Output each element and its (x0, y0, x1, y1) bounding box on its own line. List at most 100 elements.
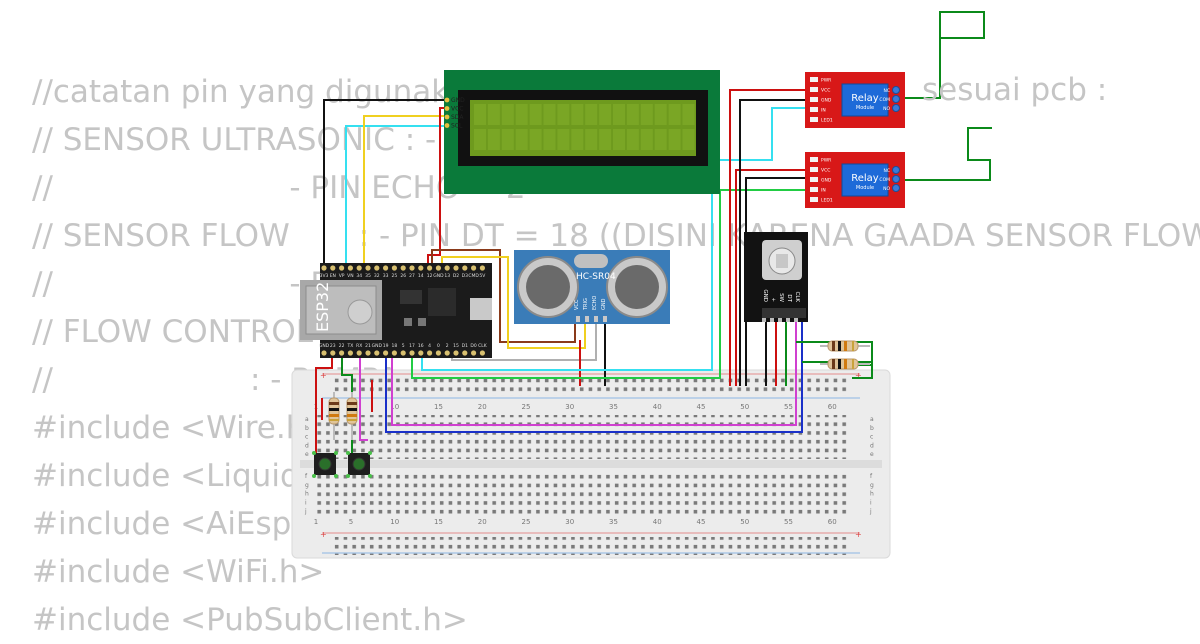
esp32-pin[interactable] (462, 265, 468, 271)
breadboard-column-number: 25 (522, 518, 531, 526)
lcd-pin[interactable] (444, 106, 450, 111)
esp32-pin-label: 22 (339, 343, 345, 349)
esp32-pin[interactable] (444, 350, 450, 356)
breadboard-column-number: 20 (478, 403, 487, 411)
esp32-pin-label: 5V (479, 273, 486, 279)
breadboard-row-letter: h (305, 491, 309, 498)
code-line: // SENSOR ULTRASONIC : - (32, 122, 437, 158)
esp32-pin[interactable] (400, 350, 406, 356)
relay-pin[interactable] (810, 177, 818, 182)
encoder-pin[interactable] (794, 318, 798, 322)
hcsr04-pin[interactable] (585, 316, 589, 322)
relay-pin[interactable] (810, 97, 818, 102)
pushbutton-1[interactable] (312, 451, 338, 478)
esp32-pin[interactable] (418, 350, 424, 356)
esp32-pin[interactable] (365, 350, 371, 356)
esp32-pin[interactable] (339, 350, 345, 356)
encoder-pin-label: GND (762, 289, 768, 302)
relay-pin[interactable] (810, 117, 818, 122)
relay-terminal[interactable] (892, 86, 900, 94)
resistor-button-1[interactable] (328, 392, 340, 440)
esp32-pin[interactable] (383, 265, 389, 271)
relay-pin[interactable] (810, 107, 818, 112)
esp32-pin[interactable] (321, 350, 327, 356)
encoder-pin[interactable] (770, 318, 774, 322)
esp32-pin[interactable] (479, 265, 485, 271)
esp32-pin[interactable] (409, 350, 415, 356)
esp32-pin[interactable] (347, 265, 353, 271)
esp32-pin[interactable] (444, 265, 450, 271)
esp32-pin[interactable] (356, 350, 362, 356)
esp32-pin[interactable] (391, 350, 397, 356)
lcd-pin[interactable] (444, 97, 450, 103)
esp32-pin[interactable] (339, 265, 345, 271)
lcd-pin[interactable] (444, 123, 450, 128)
esp32-pin[interactable] (427, 265, 433, 271)
lcd-cell (487, 104, 500, 125)
esp32-pin[interactable] (418, 265, 424, 271)
esp32-pin[interactable] (347, 350, 353, 356)
relay-terminal[interactable] (892, 166, 900, 174)
esp32-pin[interactable] (471, 350, 477, 356)
relay-terminal-label: NC (883, 88, 890, 94)
hcsr04-pin[interactable] (576, 316, 580, 322)
esp32-pin[interactable] (453, 350, 459, 356)
relay-pin[interactable] (810, 167, 818, 172)
relay-pin[interactable] (810, 77, 818, 82)
relay-pin[interactable] (810, 87, 818, 92)
relay-terminal[interactable] (892, 184, 900, 192)
relay-terminal[interactable] (892, 104, 900, 112)
relay-terminal[interactable] (892, 175, 900, 183)
breadboard-row-letter: d (870, 442, 874, 449)
relay-pin[interactable] (810, 197, 818, 202)
resistor-encoder-2[interactable] (820, 358, 870, 370)
esp32-pin[interactable] (374, 265, 380, 271)
hcsr04-pin-label: VCC (574, 299, 580, 310)
relay-pin[interactable] (810, 187, 818, 192)
resistor-button-2[interactable] (346, 392, 358, 440)
esp32-pin[interactable] (427, 350, 433, 356)
hcsr04-pin[interactable] (594, 316, 598, 322)
esp32-pin[interactable] (330, 350, 336, 356)
esp32-pin[interactable] (400, 265, 406, 271)
esp32-pin[interactable] (391, 265, 397, 271)
esp32-pin-label: D3 (462, 273, 468, 279)
esp32-pin[interactable] (365, 265, 371, 271)
esp32-pin[interactable] (479, 350, 485, 356)
lcd-cell (668, 129, 681, 150)
resistor-encoder-1[interactable] (820, 340, 870, 352)
esp32-pin[interactable] (435, 350, 441, 356)
esp32-pin-label: 12 (427, 273, 433, 279)
esp32-pin[interactable] (383, 350, 389, 356)
lcd-cell (501, 129, 514, 150)
encoder-pin[interactable] (778, 318, 782, 322)
hcsr04-pin[interactable] (603, 316, 607, 322)
encoder-pin[interactable] (762, 318, 766, 322)
pushbutton-2[interactable] (346, 451, 372, 478)
esp32-pin[interactable] (374, 350, 380, 356)
encoder-pin[interactable] (786, 318, 790, 322)
esp32-pin[interactable] (453, 265, 459, 271)
esp32-pin[interactable] (462, 350, 468, 356)
esp32-pin-label: EN (330, 273, 336, 279)
esp32-pin[interactable] (471, 265, 477, 271)
relay-terminal[interactable] (892, 95, 900, 103)
relay-pin-label: IN (821, 108, 826, 114)
lcd-pin[interactable] (444, 114, 450, 120)
esp32-pin[interactable] (356, 265, 362, 271)
esp32-pin[interactable] (330, 265, 336, 271)
esp32-pin[interactable] (321, 265, 327, 271)
esp32-pin[interactable] (435, 265, 441, 271)
esp32-pin[interactable] (409, 265, 415, 271)
breadboard-row-letter: f (305, 473, 308, 480)
lcd-character-cells (474, 104, 695, 150)
relay-pin[interactable] (810, 157, 818, 162)
